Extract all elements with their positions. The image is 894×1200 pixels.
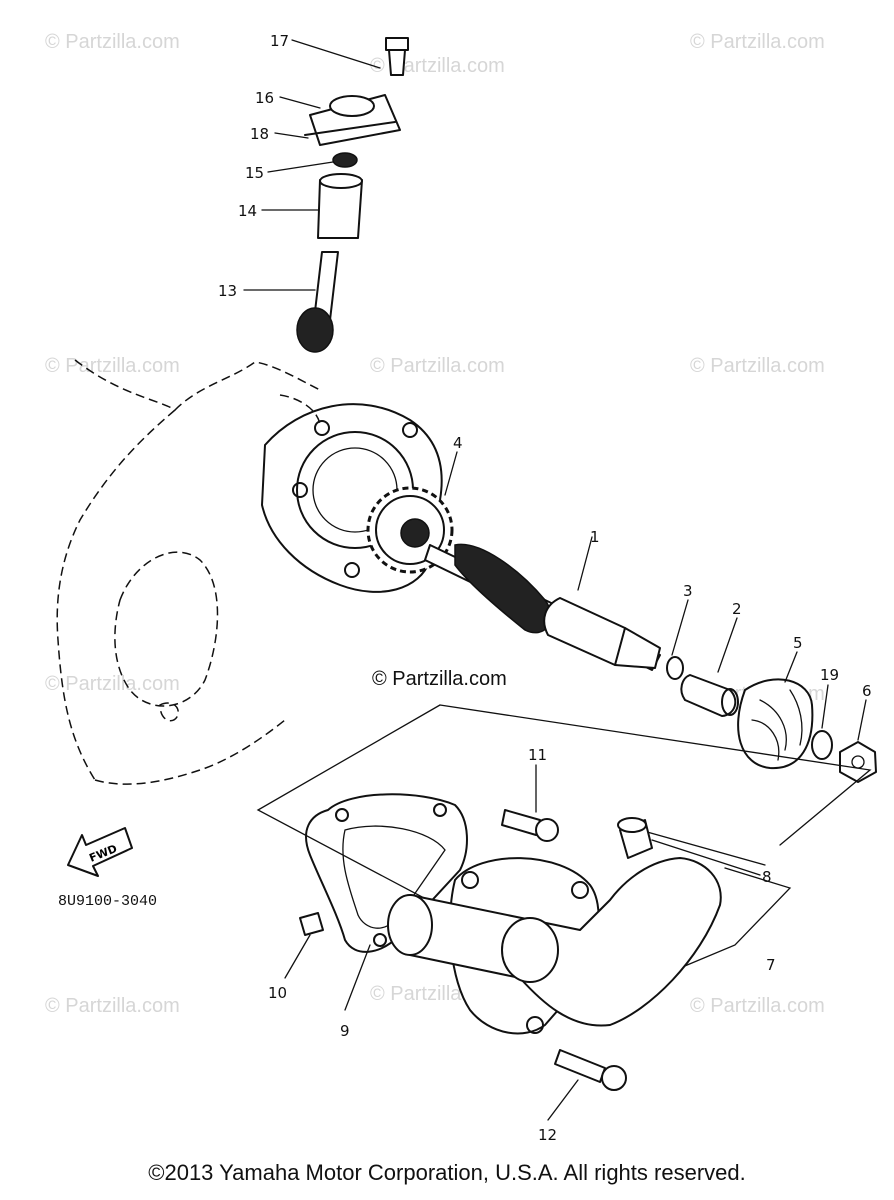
callout-9: 9 xyxy=(340,1022,350,1040)
callout-18: 18 xyxy=(250,125,269,143)
watermark: © Partzilla.com xyxy=(370,355,505,377)
callout-labels: 17 16 18 15 14 13 4 1 3 2 5 19 6 11 8 7 … xyxy=(218,32,872,1144)
o-ring xyxy=(666,656,684,680)
collar xyxy=(680,674,739,717)
washer xyxy=(811,730,833,760)
callout-7: 7 xyxy=(766,956,776,974)
fwd-arrow-icon: FWD xyxy=(67,827,133,877)
callout-14: 14 xyxy=(238,202,257,220)
hose-fitting xyxy=(617,817,653,859)
watermark: © Partzilla.com xyxy=(690,31,825,53)
diagram-code: 8U9100-3040 xyxy=(58,893,157,910)
leader-lines xyxy=(243,39,867,1121)
callout-11: 11 xyxy=(528,746,547,764)
explode-lines xyxy=(256,704,872,969)
impeller-shaft xyxy=(424,543,661,671)
callout-1: 1 xyxy=(590,528,600,546)
callout-10: 10 xyxy=(268,984,287,1002)
callout-4: 4 xyxy=(453,434,463,452)
dowel-pin xyxy=(299,912,324,936)
callout-12: 12 xyxy=(538,1126,557,1144)
bolt-11 xyxy=(501,809,559,842)
callout-8: 8 xyxy=(762,868,772,886)
callout-3: 3 xyxy=(683,582,693,600)
callout-2: 2 xyxy=(732,600,742,618)
watermark: © Partzilla.com xyxy=(690,355,825,377)
gasket xyxy=(305,793,468,953)
watermark: © Partzilla.com xyxy=(45,995,180,1017)
callout-19: 19 xyxy=(820,666,839,684)
center-watermark: © Partzilla.com xyxy=(372,668,507,690)
gear-shaft-assembly xyxy=(296,37,409,353)
coolant-hose xyxy=(387,857,722,1027)
impeller xyxy=(737,678,814,770)
callout-15: 15 xyxy=(245,164,264,182)
watermark: © Partzilla.com xyxy=(45,355,180,377)
watermark: © Partzilla.com xyxy=(45,673,180,695)
watermark: © Partzilla.com xyxy=(45,31,180,53)
callout-6: 6 xyxy=(862,682,872,700)
callout-13: 13 xyxy=(218,282,237,300)
callout-5: 5 xyxy=(793,634,803,652)
crankcase-outline xyxy=(56,359,321,785)
callout-16: 16 xyxy=(255,89,274,107)
bolt-12 xyxy=(554,1049,627,1091)
nut xyxy=(839,741,877,783)
callout-17: 17 xyxy=(270,32,289,50)
copyright-notice: ©2013 Yamaha Motor Corporation, U.S.A. A… xyxy=(148,1160,746,1185)
watermark: © Partzilla.com xyxy=(690,995,825,1017)
